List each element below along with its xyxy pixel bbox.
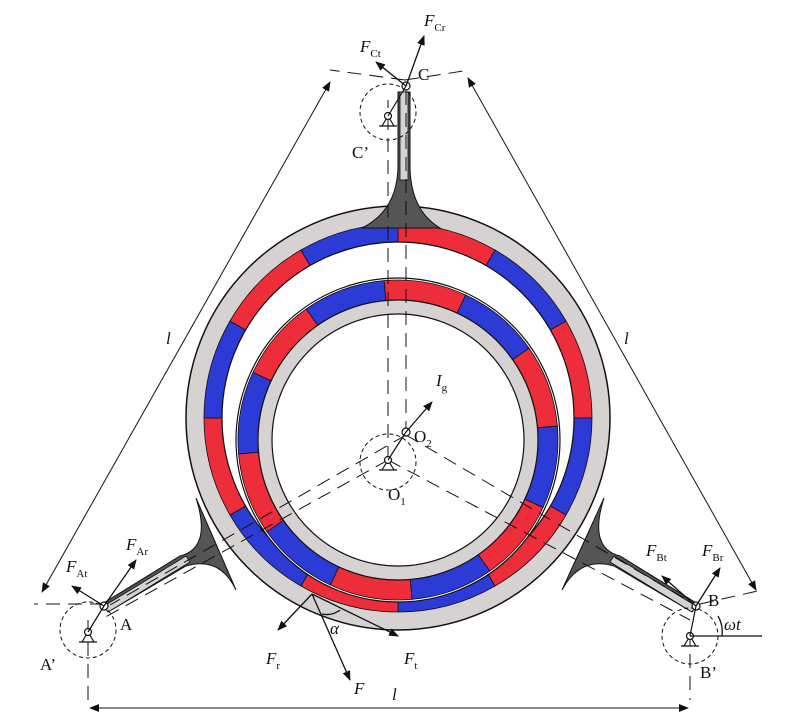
label-FCr: FCr (423, 11, 446, 34)
dimension-lines (41, 77, 757, 712)
label-C-prime: C’ (352, 143, 369, 162)
label-B-prime: B’ (700, 663, 717, 682)
label-A-prime: A’ (40, 655, 56, 674)
label-Ig: Ig (435, 371, 448, 394)
label-FAt: FAt (65, 557, 87, 580)
label-omega-t: ωt (724, 615, 742, 634)
label-l-right: l (624, 329, 629, 348)
support-arm-top (361, 91, 442, 229)
label-FBr: FBr (701, 541, 724, 564)
label-l-bottom: l (392, 685, 397, 704)
label-FBt: FBt (645, 541, 667, 564)
label-O2: O2 (414, 427, 432, 450)
label-C: C (418, 65, 429, 84)
label-FCt: FCt (359, 37, 381, 60)
label-Ft: Ft (403, 649, 417, 672)
label-F: F (353, 679, 365, 698)
force-arrow-icon (71, 35, 762, 681)
label-A: A (120, 615, 133, 634)
label-Fr: Fr (265, 649, 280, 672)
construction-lines (34, 69, 763, 700)
label-l-left: l (166, 329, 171, 348)
label-O1: O1 (388, 485, 406, 508)
label-B: B (708, 591, 719, 610)
label-alpha: α (330, 619, 340, 638)
label-FAr: FAr (125, 535, 148, 558)
